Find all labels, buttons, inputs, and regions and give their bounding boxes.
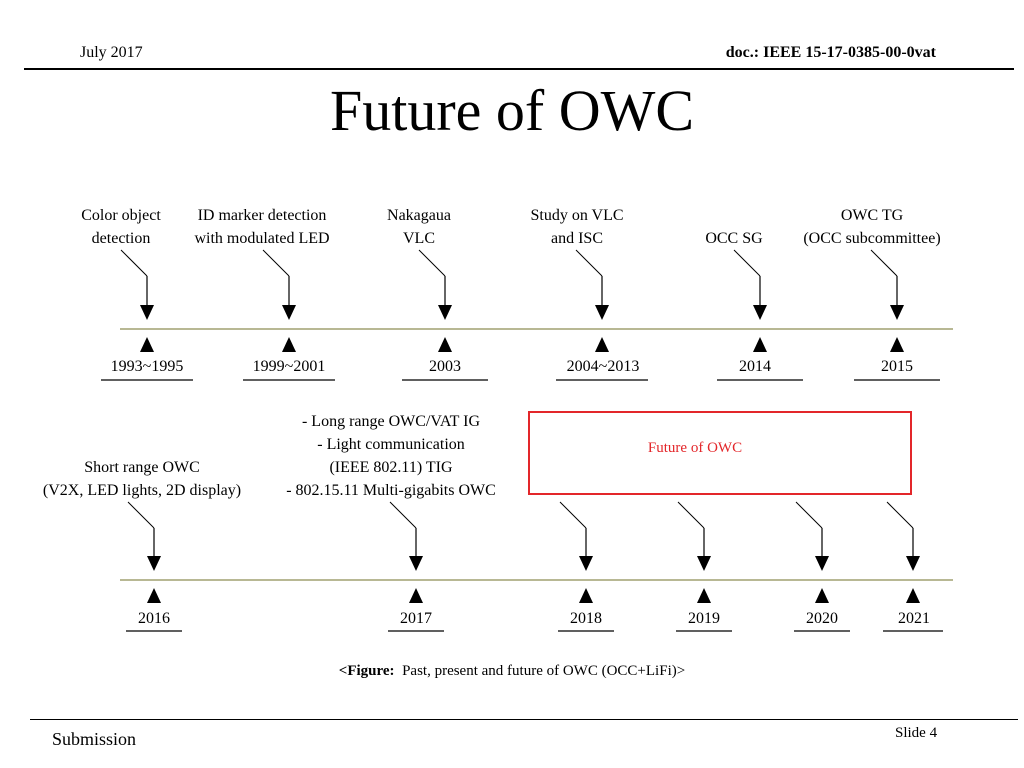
t2-event-6-down-arrow-icon	[906, 556, 920, 571]
t2-event-2-up-arrow-icon	[409, 588, 423, 603]
t1-event-2-down-arrow-icon	[282, 305, 296, 320]
t1-event-4-line-1: Study on VLC	[530, 207, 624, 224]
t1-year-3: 2003	[429, 358, 461, 375]
footer-slide-number: Slide 4	[895, 725, 938, 741]
t1-event-2-up-arrow-icon	[282, 337, 296, 352]
t1-event-3-label: Nakagaua VLC	[364, 204, 474, 250]
t2-event-5-down-arrow-icon	[815, 556, 829, 571]
t1-event-2-line-2: with modulated LED	[194, 230, 330, 247]
t2-year-6: 2021	[898, 610, 930, 627]
t1-event-6-line-2: (OCC subcommittee)	[803, 230, 941, 247]
t1-event-4-down-arrow-icon	[595, 305, 609, 320]
t2-event-4-down-arrow-icon	[697, 556, 711, 571]
t1-year-6: 2015	[881, 358, 913, 375]
t2-year-5: 2020	[806, 610, 838, 627]
t2-event-6-pointer-diagonal	[886, 501, 914, 529]
t1-event-1-down-arrow-icon	[140, 305, 154, 320]
t1-event-4-line-2: and ISC	[551, 230, 603, 247]
t1-event-4-label: Study on VLC and ISC	[507, 204, 647, 250]
t2-event-3-down-arrow-icon	[579, 556, 593, 571]
future-box	[528, 411, 912, 495]
t2-year-4: 2019	[688, 610, 720, 627]
t1-event-4-up-arrow-icon	[595, 337, 609, 352]
t2-event-2-down-arrow-icon	[409, 556, 423, 571]
t2-year-3: 2018	[570, 610, 602, 627]
t2-event-1-line-2: (V2X, LED lights, 2D display)	[42, 482, 242, 499]
t1-event-1-label: Color object detection	[61, 204, 181, 250]
t2-event-4-pointer-diagonal	[677, 501, 705, 529]
t1-event-3-line-2: VLC	[403, 230, 435, 247]
t1-year-4: 2004~2013	[566, 358, 640, 375]
t2-event-5-pointer-diagonal	[795, 501, 823, 529]
slide-title: Future of OWC	[329, 78, 695, 143]
t1-event-3-pointer-diagonal	[418, 249, 446, 277]
t2-event-1-down-arrow-icon	[147, 556, 161, 571]
t2-event-1-up-arrow-icon	[147, 588, 161, 603]
t2-event-4-up-arrow-icon	[697, 588, 711, 603]
t1-event-6-label: OWC TG (OCC subcommittee)	[792, 204, 952, 250]
t1-event-4-pointer-diagonal	[575, 249, 603, 277]
t2-event-3-pointer-diagonal	[559, 501, 587, 529]
footer-submission: Submission	[52, 729, 137, 749]
t1-event-5-line-1: OCC SG	[705, 230, 763, 247]
t1-event-1-line-1: Color object	[81, 207, 161, 224]
t1-event-1-pointer-diagonal	[120, 249, 148, 277]
t1-event-5-up-arrow-icon	[753, 337, 767, 352]
t2-event-2-label: - Long range OWC/VAT IG - Light communic…	[266, 410, 516, 502]
header-doc-id: doc.: IEEE 15-17-0385-00-0vat	[725, 44, 936, 61]
t2-event-1-pointer-diagonal	[127, 501, 155, 529]
t1-event-3-up-arrow-icon	[438, 337, 452, 352]
t1-event-2-line-1: ID marker detection	[197, 207, 327, 224]
t1-event-5-label: OCC SG	[684, 227, 784, 250]
t1-event-2-pointer-diagonal	[262, 249, 290, 277]
header-divider	[24, 68, 1014, 70]
t1-event-5-pointer-diagonal	[733, 249, 761, 277]
t2-event-3-up-arrow-icon	[579, 588, 593, 603]
footer-divider	[30, 719, 1018, 720]
t1-event-6-up-arrow-icon	[890, 337, 904, 352]
t2-event-6-up-arrow-icon	[906, 588, 920, 603]
t2-event-2-line-4: - 802.15.11 Multi-gigabits OWC	[286, 482, 496, 499]
t1-year-1: 1993~1995	[110, 358, 184, 375]
t2-event-1-line-1: Short range OWC	[84, 459, 200, 476]
future-label: Future of OWC	[647, 440, 743, 456]
t1-event-6-down-arrow-icon	[890, 305, 904, 320]
t1-event-2-label: ID marker detection with modulated LED	[182, 204, 342, 250]
t1-event-1-up-arrow-icon	[140, 337, 154, 352]
t2-year-1: 2016	[138, 610, 170, 627]
t1-year-5: 2014	[739, 358, 771, 375]
t2-year-2: 2017	[400, 610, 432, 627]
t1-event-5-down-arrow-icon	[753, 305, 767, 320]
t1-event-1-line-2: detection	[91, 230, 151, 247]
t1-event-3-down-arrow-icon	[438, 305, 452, 320]
caption-label: <Figure:	[338, 663, 395, 679]
caption-text: Past, present and future of OWC (OCC+LiF…	[402, 663, 686, 679]
t2-event-2-pointer-diagonal	[389, 501, 417, 529]
figure-caption: <Figure: Past, present and future of OWC…	[0, 663, 1024, 680]
t2-event-2-line-2: - Light communication	[317, 436, 465, 453]
header-date: July 2017	[80, 44, 143, 61]
t2-event-2-line-3: (IEEE 802.11) TIG	[329, 459, 453, 476]
t1-year-2: 1999~2001	[252, 358, 326, 375]
t1-event-6-pointer-diagonal	[870, 249, 898, 277]
t2-event-5-up-arrow-icon	[815, 588, 829, 603]
t2-event-1-label: Short range OWC (V2X, LED lights, 2D dis…	[12, 456, 272, 502]
t1-event-6-line-1: OWC TG	[840, 207, 904, 224]
t2-event-2-line-1: - Long range OWC/VAT IG	[301, 413, 481, 430]
t1-event-3-line-1: Nakagaua	[387, 207, 451, 224]
